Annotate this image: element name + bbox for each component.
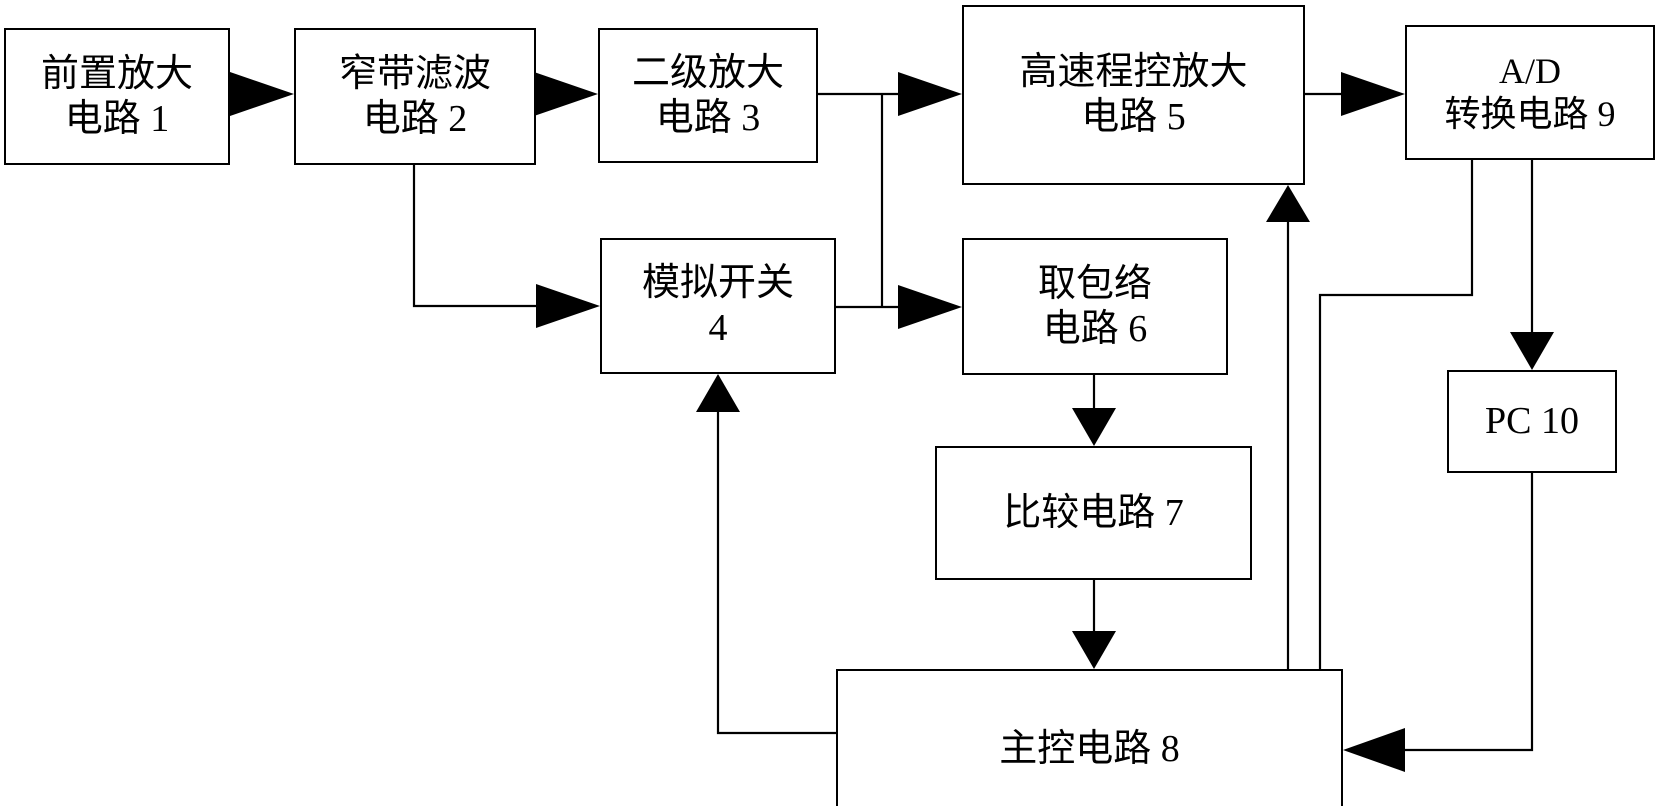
connector-n2-n4: [412, 165, 600, 328]
block-label: 前置放大 电路 1: [40, 52, 193, 140]
connector-n1-n2: [230, 72, 294, 116]
connector-n2-n3: [534, 72, 598, 116]
connector-n3-n5: [818, 72, 962, 116]
block-label: 主控电路 8: [999, 727, 1180, 770]
connector-n6-n7: [1072, 375, 1116, 446]
block-envelope-detector-circuit-6[interactable]: 取包络 电路 6: [962, 238, 1228, 375]
block-label: PC 10: [1485, 400, 1579, 443]
block-high-speed-programmable-amplifier-circuit-5[interactable]: 高速程控放大 电路 5: [962, 5, 1305, 185]
block-preamp-circuit-1[interactable]: 前置放大 电路 1: [4, 28, 230, 165]
block-pc-10[interactable]: PC 10: [1447, 370, 1617, 473]
block-label: A/D 转换电路 9: [1444, 51, 1616, 134]
block-label: 高速程控放大 电路 5: [1019, 51, 1248, 138]
connector-n10-n8: [1343, 473, 1534, 772]
connector-n9-n10: [1510, 160, 1554, 370]
block-label: 取包络 电路 6: [1037, 262, 1152, 350]
block-comparator-circuit-7[interactable]: 比较电路 7: [935, 446, 1252, 580]
connector-n8-n4: [696, 374, 836, 735]
connector-n4-n6: [836, 285, 962, 329]
block-label: 比较电路 7: [1003, 491, 1184, 534]
block-secondary-amplifier-circuit-3[interactable]: 二级放大 电路 3: [598, 28, 818, 163]
connector-n8-n5: [1266, 185, 1310, 669]
block-ad-conversion-circuit-9[interactable]: A/D 转换电路 9: [1405, 25, 1655, 160]
connector-n7-n8: [1072, 580, 1116, 669]
block-narrowband-filter-circuit-2[interactable]: 窄带滤波 电路 2: [294, 28, 536, 165]
block-main-control-circuit-8[interactable]: 主控电路 8: [836, 669, 1343, 806]
block-analog-switch-4[interactable]: 模拟开关 4: [600, 238, 836, 374]
block-label: 模拟开关 4: [641, 262, 794, 349]
block-label: 窄带滤波 电路 2: [338, 52, 491, 140]
block-label: 二级放大 电路 3: [631, 51, 784, 139]
connector-n5-n9: [1305, 72, 1405, 116]
